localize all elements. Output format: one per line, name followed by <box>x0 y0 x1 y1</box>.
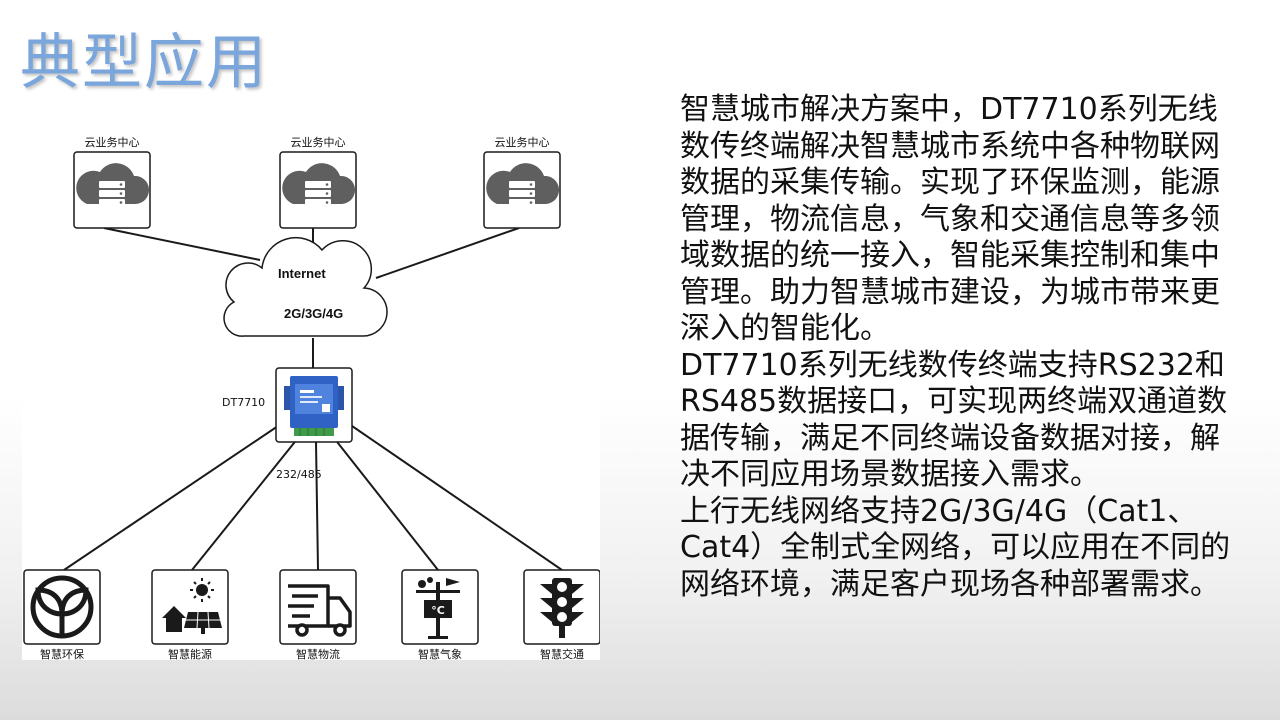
paragraph-interfaces: DT7710系列无线数传终端支持RS232和RS485数据接口，可实现两终端双通… <box>680 347 1228 493</box>
network-label: 2G/3G/4G <box>284 306 343 321</box>
link-cloud-1 <box>103 227 261 261</box>
dt7710-device: DT7710 232/485 <box>222 367 353 481</box>
link-app-4 <box>333 437 439 571</box>
connection-lines <box>63 227 563 571</box>
app-smart-traffic: 智慧交通 <box>523 569 600 660</box>
internet-cloud-icon <box>223 236 388 337</box>
cloud-center-2: 云业务中心 <box>279 136 357 229</box>
cloud-center-1: 云业务中心 <box>73 136 151 229</box>
device-label: DT7710 <box>222 396 265 409</box>
app-smart-weather: °C 智慧气象 <box>401 569 479 660</box>
svg-text:°C: °C <box>431 604 445 617</box>
internet-label: Internet <box>278 266 326 281</box>
delivery-truck-icon <box>288 584 352 637</box>
sprout-icon <box>30 575 94 639</box>
paragraph-network: 上行无线网络支持2G/3G/4G（Cat1、Cat4）全制式全网络，可以应用在不… <box>680 493 1231 602</box>
description-text: 智慧城市解决方案中，DT7710系列无线数传终端解决智慧城市系统中各种物联网数据… <box>680 92 1240 603</box>
cloud-center-label: 云业务中心 <box>85 136 140 149</box>
cloud-center-label: 云业务中心 <box>495 136 550 149</box>
link-app-3 <box>315 441 319 571</box>
cloud-center-3: 云业务中心 <box>483 136 561 229</box>
slide-title: 典型应用 <box>20 28 268 98</box>
app-label: 智慧环保 <box>40 647 84 660</box>
app-label: 智慧物流 <box>296 647 340 660</box>
link-app-5 <box>351 425 563 571</box>
app-smart-energy: 智慧能源 <box>151 569 229 660</box>
link-app-1 <box>63 425 279 571</box>
link-cloud-3 <box>375 227 520 279</box>
traffic-light-icon <box>540 578 584 638</box>
internet-cloud: Internet 2G/3G/4G <box>223 236 388 337</box>
link-app-2 <box>191 437 299 571</box>
app-label: 智慧能源 <box>168 647 212 660</box>
app-label: 智慧气象 <box>418 647 462 660</box>
diagram-canvas: 云业务中心 云业务中心 云业务中心 Internet 2G/3G/4G DT77… <box>23 136 600 660</box>
app-label: 智慧交通 <box>540 647 584 660</box>
network-diagram: 云业务中心 云业务中心 云业务中心 Internet 2G/3G/4G DT77… <box>22 128 600 660</box>
terminal-block <box>294 428 334 436</box>
app-smart-environment: 智慧环保 <box>23 569 101 660</box>
app-smart-logistics: 智慧物流 <box>279 569 357 660</box>
house-solar-icon <box>162 578 222 634</box>
interface-label: 232/485 <box>276 468 322 481</box>
cloud-center-label: 云业务中心 <box>291 136 346 149</box>
paragraph-overview: 智慧城市解决方案中，DT7710系列无线数传终端解决智慧城市系统中各种物联网数据… <box>680 92 1220 346</box>
weather-station-icon: °C <box>416 577 460 639</box>
